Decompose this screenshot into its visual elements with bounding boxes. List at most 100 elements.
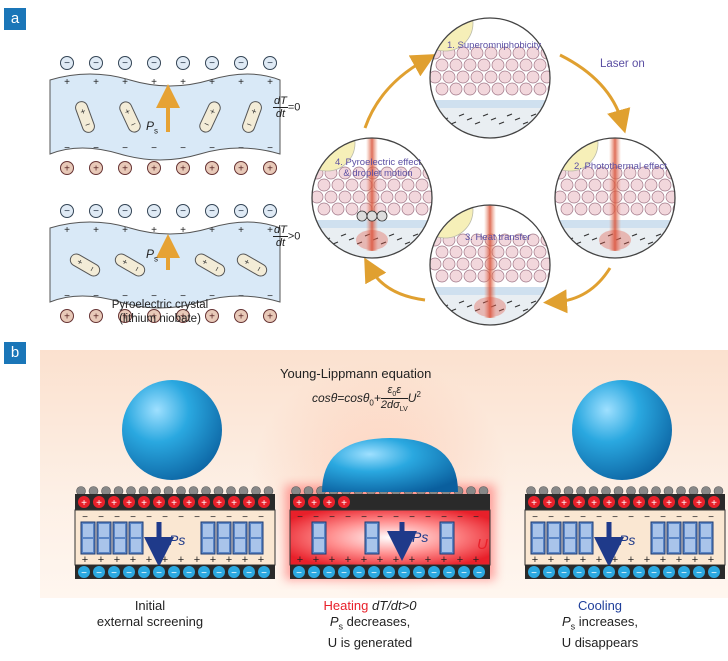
ps-text: Ps — [169, 532, 185, 548]
svg-text:−: − — [313, 512, 319, 523]
svg-text:+: + — [208, 106, 217, 117]
negative-charge-icon — [205, 204, 219, 218]
negative-charge-icon — [678, 566, 690, 578]
svg-text:+: + — [98, 554, 104, 566]
svg-text:+: + — [267, 77, 273, 88]
svg-text:−: − — [122, 206, 128, 217]
positive-charge-icon — [153, 496, 165, 508]
svg-text:+: + — [425, 554, 431, 566]
svg-text:+: + — [267, 225, 273, 236]
cycle-arrow-4 — [363, 54, 436, 129]
positive-charge-icon — [118, 161, 132, 175]
svg-text:−: − — [612, 512, 618, 523]
svg-text:−: − — [580, 512, 586, 523]
svg-text:−: − — [238, 291, 244, 302]
svg-text:−: − — [606, 568, 612, 579]
svg-text:+: + — [82, 554, 88, 566]
dipole-icon: +− — [114, 253, 146, 277]
svg-text:+: + — [576, 498, 582, 509]
svg-text:+: + — [151, 312, 157, 323]
svg-text:−: − — [246, 568, 252, 579]
svg-text:−: − — [93, 58, 99, 69]
svg-text:+: + — [93, 312, 99, 323]
negative-charge-icon — [263, 56, 277, 70]
svg-text:+: + — [186, 498, 192, 509]
pyroelectric-crystal-diagram: −+−+−+−+−+−+−+−+−+−+−+−+−+−+−+−++−+−+−+−… — [49, 56, 281, 323]
svg-text:−: − — [131, 264, 142, 274]
negative-charge-icon — [708, 566, 720, 578]
svg-text:+: + — [122, 312, 128, 323]
positive-charge-icon — [147, 161, 161, 175]
svg-text:−: − — [681, 568, 687, 579]
negative-charge-icon — [323, 566, 335, 578]
cycle-arrow-3 — [364, 257, 426, 302]
positive-charge-icon — [213, 496, 225, 508]
positive-charge-icon — [243, 496, 255, 508]
svg-text:+: + — [261, 498, 267, 509]
panel-a-tag: a — [4, 8, 26, 30]
positive-charge-icon — [89, 161, 103, 175]
negative-charge-icon — [243, 566, 255, 578]
svg-text:+: + — [238, 225, 244, 236]
svg-text:−: − — [393, 512, 399, 523]
svg-text:+: + — [606, 498, 612, 509]
dipole-icon: +− — [242, 101, 262, 133]
svg-text:−: − — [180, 206, 186, 217]
svg-text:+: + — [546, 498, 552, 509]
crystal-caption: Pyroelectric crystal (lithium niobate) — [111, 299, 209, 325]
svg-text:+: + — [231, 498, 237, 509]
svg-text:+: + — [180, 77, 186, 88]
svg-text:−: − — [209, 143, 215, 154]
svg-text:+: + — [238, 164, 244, 175]
negative-charge-icon — [147, 204, 161, 218]
svg-text:+: + — [345, 554, 351, 566]
svg-text:−: − — [64, 58, 70, 69]
negative-charge-icon — [648, 566, 660, 578]
negative-charge-icon — [413, 566, 425, 578]
svg-text:+: + — [692, 554, 698, 566]
negative-charge-icon — [198, 566, 210, 578]
svg-text:−: − — [361, 512, 367, 523]
positive-charge-icon — [205, 309, 219, 323]
negative-charge-icon — [108, 566, 120, 578]
svg-text:+: + — [242, 554, 248, 566]
svg-text:−: − — [93, 143, 99, 154]
caption-heating: Heating dT/dt>0 Ps decreases, U is gener… — [323, 598, 417, 650]
step-circle — [429, 17, 551, 139]
svg-text:+: + — [81, 498, 87, 509]
droplet-cooling — [572, 380, 672, 480]
cycle-arrow-2 — [543, 267, 612, 314]
svg-text:−: − — [261, 568, 267, 579]
svg-text:+: + — [180, 225, 186, 236]
svg-text:+: + — [666, 498, 672, 509]
svg-text:+: + — [311, 498, 317, 509]
svg-text:−: − — [238, 58, 244, 69]
svg-text:−: − — [377, 512, 383, 523]
negative-charge-icon — [618, 566, 630, 578]
svg-text:−: − — [546, 568, 552, 579]
svg-text:+: + — [708, 554, 714, 566]
step-circle — [429, 204, 551, 326]
svg-text:+: + — [341, 498, 347, 509]
positive-charge-icon — [573, 496, 585, 508]
svg-text:+: + — [64, 225, 70, 236]
svg-text:−: − — [416, 568, 422, 579]
negative-charge-icon — [558, 566, 570, 578]
negative-charge-icon — [353, 566, 365, 578]
svg-text:+: + — [64, 164, 70, 175]
svg-text:−: − — [548, 512, 554, 523]
svg-text:+: + — [297, 554, 303, 566]
negative-charge-icon — [428, 566, 440, 578]
positive-charge-icon — [633, 496, 645, 508]
step-1-label: 1. Superomniphobicity — [447, 40, 541, 51]
svg-text:−: − — [345, 512, 351, 523]
negative-charge-icon — [443, 566, 455, 578]
svg-text:−: − — [231, 568, 237, 579]
caption-initial: Initial external screening — [96, 598, 204, 629]
svg-text:−: − — [238, 206, 244, 217]
svg-text:−: − — [202, 119, 211, 130]
negative-charge-icon — [528, 566, 540, 578]
u-voltage-label: U — [477, 536, 488, 553]
svg-text:−: − — [676, 512, 682, 523]
svg-text:+: + — [238, 312, 244, 323]
